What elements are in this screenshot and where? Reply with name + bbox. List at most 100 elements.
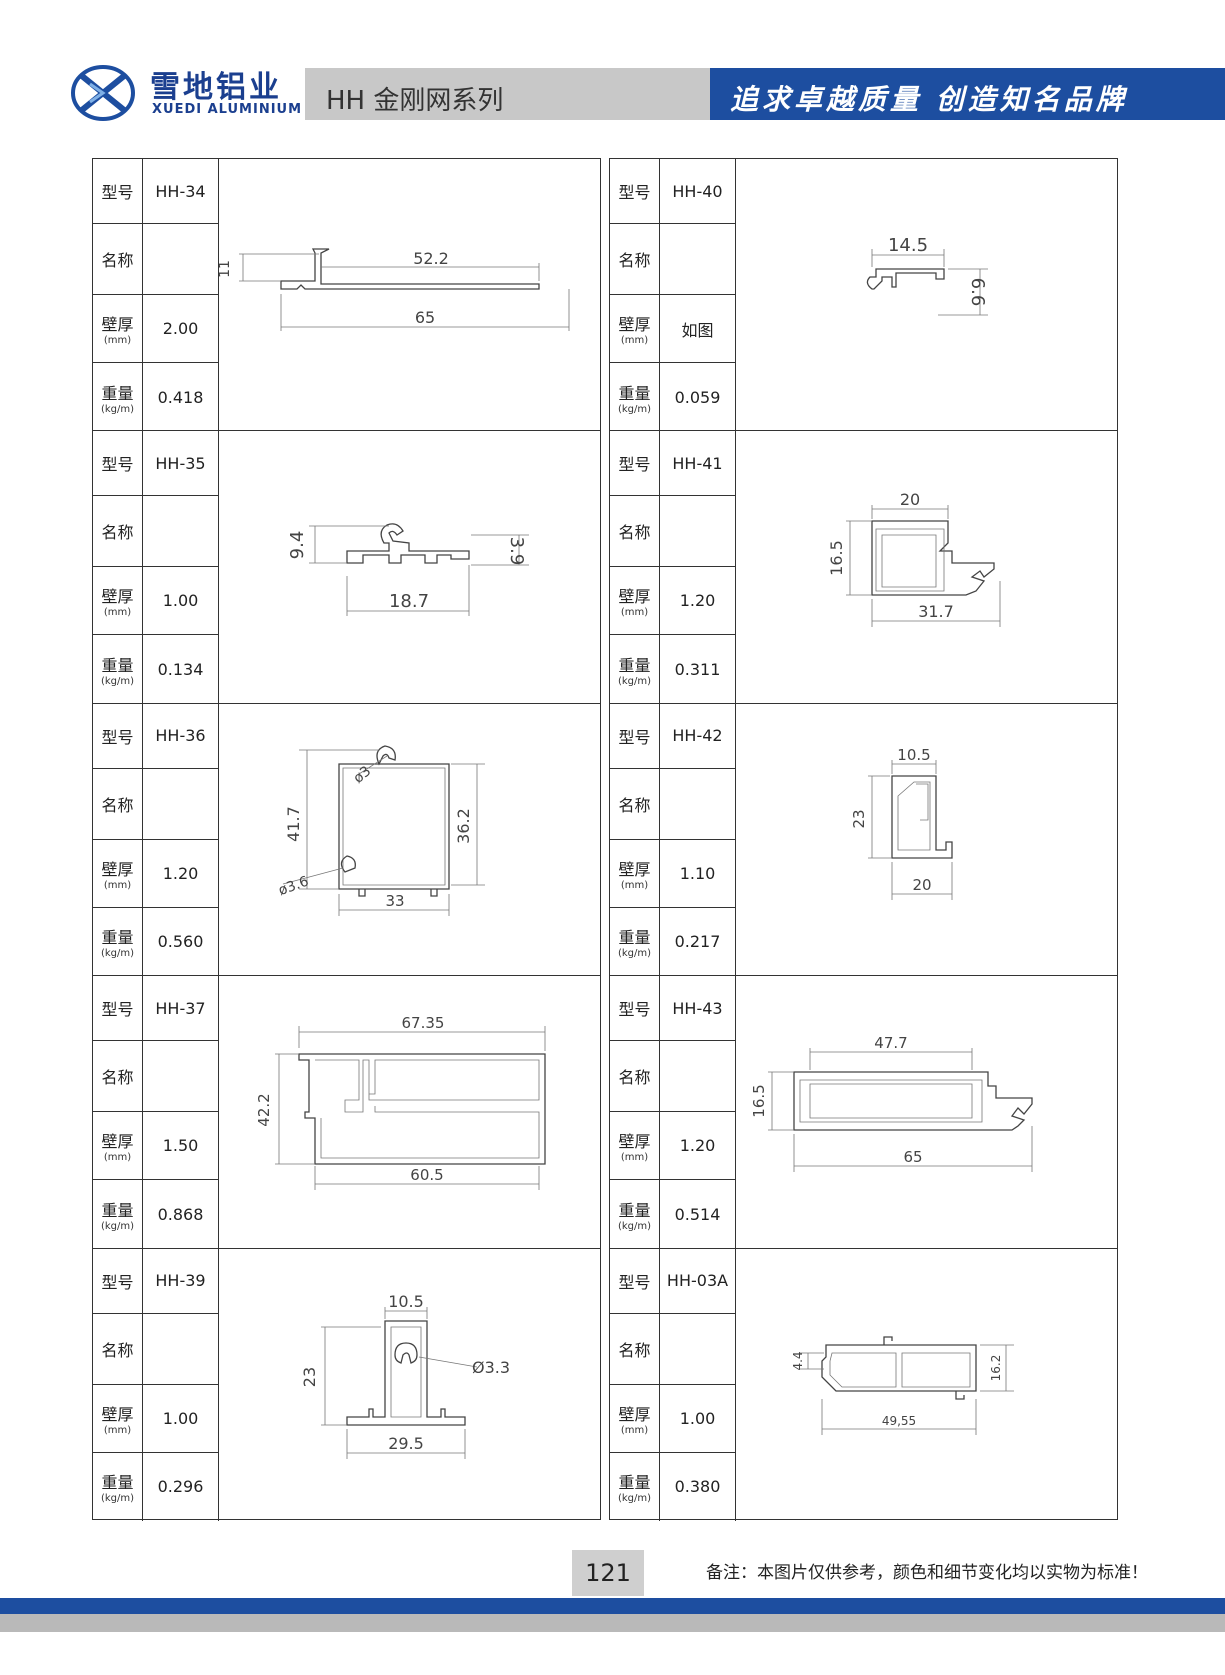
wall-thickness-label: 壁厚(mm) <box>93 1112 143 1181</box>
page-header: 雪地铝业 XUEDI ALUMINIUM HH 金刚网系列 追求卓越质量 创造知… <box>0 0 1225 130</box>
profile-outline <box>358 755 388 775</box>
model-value: HH-03A <box>660 1248 736 1314</box>
name-label-text: 名称 <box>618 795 651 815</box>
dimension-label: 65 <box>415 308 435 327</box>
model-label: 型号 <box>93 976 143 1042</box>
wall-thickness-label: 壁厚(mm) <box>610 295 660 363</box>
wall-thickness-label-text: 壁厚 <box>618 1404 651 1424</box>
wall-thickness-label: 壁厚(mm) <box>93 567 143 636</box>
name-value <box>660 768 736 840</box>
wall-thickness-label-text: 壁厚 <box>618 315 651 334</box>
dimension-label: 10.5 <box>897 746 930 764</box>
weight-label-text: 重量 <box>618 1473 651 1493</box>
dimension-label: 23 <box>850 809 868 828</box>
wall-thickness-unit: (mm) <box>620 607 649 619</box>
wall-thickness-unit: (mm) <box>103 1424 132 1436</box>
weight-label: 重量(kg/m) <box>610 1452 660 1521</box>
name-value <box>660 224 736 295</box>
dimension-label: 14.5 <box>888 235 928 256</box>
dimension-label: 67.35 <box>402 1014 445 1032</box>
model-value: HH-41 <box>660 431 736 497</box>
dimension-label: 60.5 <box>410 1166 443 1184</box>
model-label-text: 型号 <box>618 727 651 747</box>
weight-label: 重量(kg/m) <box>610 363 660 432</box>
model-label: 型号 <box>610 1248 660 1314</box>
name-value <box>143 224 219 295</box>
weight-label: 重量(kg/m) <box>93 1452 143 1521</box>
name-label-text: 名称 <box>101 1340 134 1360</box>
model-value: HH-40 <box>660 159 736 224</box>
profile-outline <box>901 1352 971 1387</box>
name-value <box>660 496 736 568</box>
model-label: 型号 <box>93 1248 143 1314</box>
profile-outline <box>875 528 945 592</box>
name-label: 名称 <box>610 496 660 568</box>
model-label-text: 型号 <box>101 1000 134 1020</box>
weight-unit: (kg/m) <box>100 403 135 415</box>
section-drawing-svg: 47.716.565 <box>750 1034 1033 1173</box>
dimension-label: 65 <box>903 1148 922 1166</box>
model-label-text: 型号 <box>618 455 651 475</box>
weight-value: 0.059 <box>660 363 736 432</box>
wall-thickness-unit: (mm) <box>103 335 132 346</box>
weight-value: 0.217 <box>660 907 736 977</box>
profile-outline <box>871 520 995 597</box>
profile-outline <box>346 1319 466 1426</box>
model-label: 型号 <box>93 703 143 769</box>
name-value <box>143 496 219 568</box>
weight-label-text: 重量 <box>101 1473 134 1493</box>
name-label-text: 名称 <box>101 523 134 543</box>
profile-outline <box>282 867 344 885</box>
dimension-label: 16.2 <box>989 1354 1003 1381</box>
profile-outline <box>829 1352 897 1387</box>
model-value: HH-37 <box>143 976 219 1042</box>
wall-thickness-value: 2.00 <box>143 295 219 363</box>
weight-unit: (kg/m) <box>617 1493 652 1505</box>
profile-drawing: 14.5 6.6 <box>736 159 1117 429</box>
dimension-label: 6.6 <box>967 278 988 307</box>
model-label: 型号 <box>610 159 660 224</box>
profile-outline <box>390 1326 422 1417</box>
name-value <box>660 1313 736 1385</box>
wall-thickness-label: 壁厚(mm) <box>610 1112 660 1181</box>
dimension-label: 9.4 <box>287 531 308 560</box>
profile-outline <box>809 1083 973 1119</box>
wall-thickness-label: 壁厚(mm) <box>93 295 143 363</box>
series-title: HH 金刚网系列 <box>326 86 504 116</box>
dimension-label: 29.5 <box>388 1434 424 1453</box>
wall-thickness-unit: (mm) <box>620 1152 649 1164</box>
dimension-label: ø3.6 <box>276 873 311 899</box>
profile-outline <box>891 775 953 859</box>
page-number: 121 <box>572 1550 644 1596</box>
model-value: HH-35 <box>143 431 219 497</box>
wall-thickness-label-text: 壁厚 <box>618 859 651 879</box>
profile-outline <box>394 1341 418 1364</box>
dimension-label: 42.2 <box>255 1093 273 1126</box>
wall-thickness-unit: (mm) <box>620 1424 649 1436</box>
weight-unit: (kg/m) <box>100 948 135 960</box>
weight-unit: (kg/m) <box>617 948 652 960</box>
dimension-label: 47.7 <box>874 1034 907 1052</box>
wall-thickness-value: 1.00 <box>660 1384 736 1453</box>
model-label-text: 型号 <box>101 1272 134 1292</box>
weight-value: 0.296 <box>143 1452 219 1521</box>
wall-thickness-value: 如图 <box>660 295 736 363</box>
dimension-label: 18.7 <box>389 591 429 612</box>
model-label: 型号 <box>610 703 660 769</box>
dimension-label: 52.2 <box>413 249 449 268</box>
profile-outline <box>342 767 446 886</box>
weight-label: 重量(kg/m) <box>610 907 660 977</box>
wall-thickness-unit: (mm) <box>103 607 132 619</box>
